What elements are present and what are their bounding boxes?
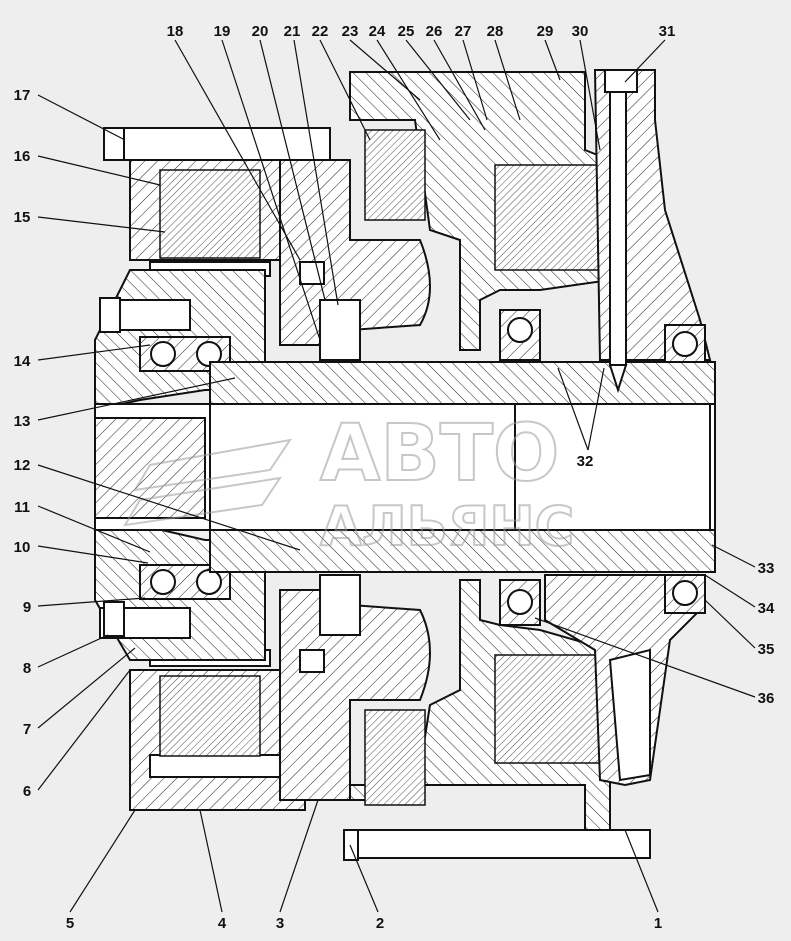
callout-21: 21 [284, 23, 301, 40]
callout-3: 3 [276, 915, 284, 932]
callout-24: 24 [369, 23, 386, 40]
callout-31: 31 [659, 23, 676, 40]
callout-22: 22 [312, 23, 329, 40]
callout-36: 36 [758, 690, 775, 707]
right-friction-discs-top [494, 164, 604, 271]
callout-25: 25 [398, 23, 415, 40]
left-friction-discs-bottom [159, 675, 261, 757]
callout-11: 11 [14, 499, 30, 516]
callout-12: 12 [14, 457, 31, 474]
leader-lines [37, 39, 756, 913]
callout-32: 32 [577, 453, 594, 470]
belleville-springs [364, 129, 426, 806]
callout-27: 27 [455, 23, 472, 40]
callout-28: 28 [487, 23, 504, 40]
callout-33: 33 [758, 560, 775, 577]
watermark-line1: АВТО [320, 409, 559, 499]
right-friction-discs-bottom [494, 654, 604, 764]
watermark-line2: АЛЬЯНС [320, 495, 574, 558]
callout-9: 9 [23, 599, 31, 616]
left-friction-discs-top [159, 169, 261, 259]
callout-2: 2 [376, 915, 384, 932]
callout-26: 26 [426, 23, 443, 40]
callout-6: 6 [23, 783, 31, 800]
right-bearings [499, 309, 706, 626]
callout-17: 17 [14, 87, 31, 104]
callout-15: 15 [14, 209, 31, 226]
central-cylinder [279, 159, 431, 801]
callout-5: 5 [66, 915, 74, 932]
callout-35: 35 [758, 641, 775, 658]
callout-30: 30 [572, 23, 589, 40]
callout-23: 23 [342, 23, 359, 40]
callout-19: 19 [214, 23, 231, 40]
main-shaft [94, 403, 716, 531]
callout-29: 29 [537, 23, 554, 40]
callout-14: 14 [14, 353, 31, 370]
callout-34: 34 [758, 600, 775, 617]
callout-labels: 1 2 3 4 5 6 7 8 9 10 11 12 13 14 15 16 1… [14, 23, 775, 932]
callout-16: 16 [14, 148, 31, 165]
callout-7: 7 [23, 721, 31, 738]
callout-18: 18 [167, 23, 184, 40]
callout-13: 13 [14, 413, 31, 430]
callout-10: 10 [14, 539, 31, 556]
callout-1: 1 [654, 915, 662, 932]
callout-8: 8 [23, 660, 31, 677]
callout-20: 20 [252, 23, 269, 40]
bolts [99, 127, 359, 861]
right-clutch-housing [349, 71, 651, 859]
callout-4: 4 [218, 915, 227, 932]
oil-passage [604, 69, 638, 394]
watermark: АВТО АЛЬЯНС [123, 408, 575, 559]
